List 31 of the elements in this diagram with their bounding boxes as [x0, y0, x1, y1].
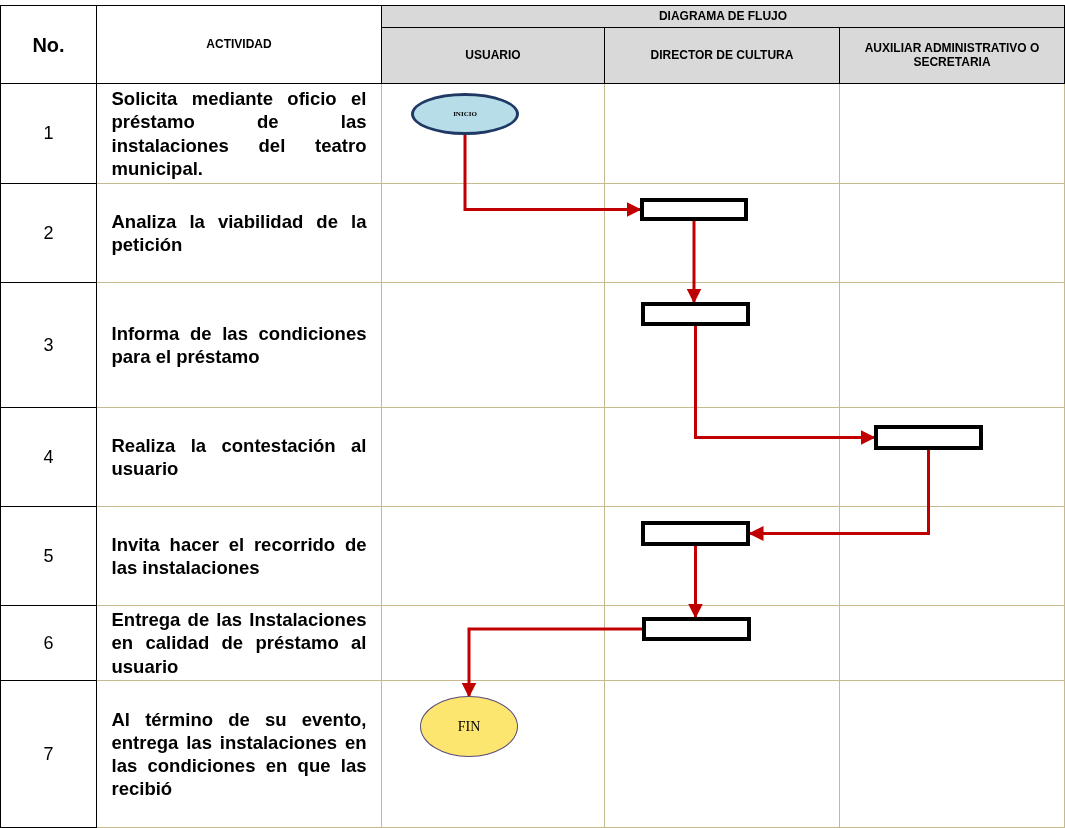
group-header: DIAGRAMA DE FLUJO [658, 9, 788, 24]
column-header: No. [32, 33, 65, 56]
process-box [641, 521, 750, 546]
process-box [641, 302, 750, 326]
row-number: 6 [43, 632, 54, 654]
row-number: 1 [43, 123, 54, 144]
activity-text: Al término de su evento, entrega las instalaciones en las condiciones en que las recibió [111, 707, 367, 801]
lane-header: DIRECTOR DE CULTURA [650, 48, 794, 63]
activity-text: Entrega de las Instalaciones en calidad de préstamo al usuario [111, 608, 367, 678]
activity-text: Invita hacer el recorrido de las instalaciones [111, 532, 367, 580]
row-number: 2 [43, 222, 54, 244]
arrow [688, 546, 703, 619]
activity-text: Informa de las condiciones para el préstamo [111, 321, 367, 369]
process-box [642, 617, 751, 641]
row-number: 4 [43, 446, 54, 468]
row-number: 3 [43, 334, 54, 356]
row-number: 5 [43, 545, 54, 567]
activity-text: Realiza la contestación al usuario [111, 433, 367, 481]
process-box [874, 425, 983, 450]
arrow [694, 326, 876, 445]
process-box [640, 198, 748, 221]
arrow [461, 627, 642, 698]
activity-text: Solicita mediante oficio el préstamo de las instalaciones del teatro municipal. [111, 87, 367, 180]
lane-header: USUARIO [465, 48, 521, 63]
lane-header: AUXILIAR ADMINISTRATIVO O SECRETARIA [863, 42, 1041, 69]
arrow [686, 221, 702, 304]
activity-text: Analiza la viabilidad de la petición [111, 209, 367, 257]
terminal-label: FIN [457, 718, 481, 735]
column-header: ACTIVIDAD [206, 37, 272, 52]
row-number: 7 [43, 743, 54, 765]
arrow [463, 135, 642, 217]
